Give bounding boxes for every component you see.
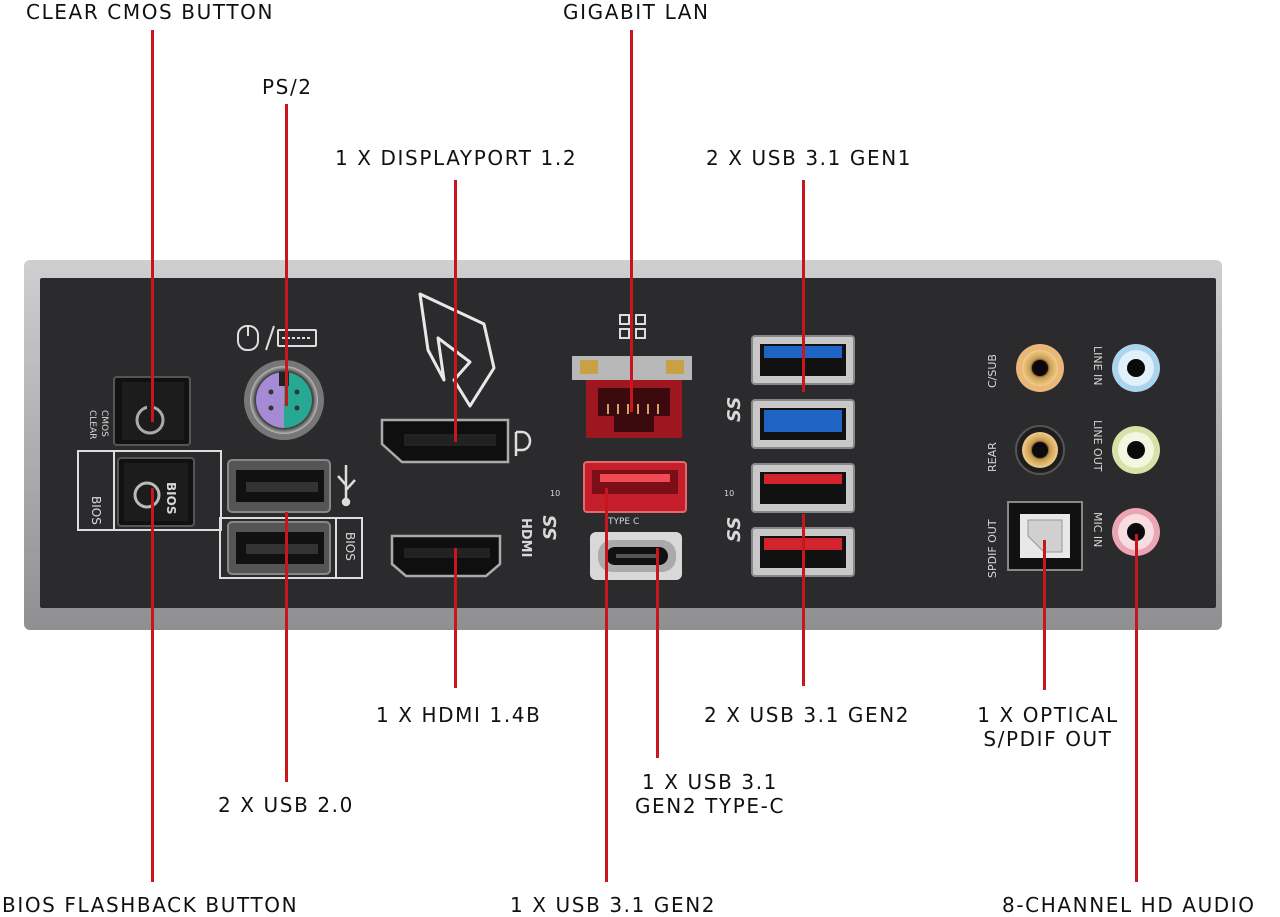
usb31-gen1-port-bottom[interactable] xyxy=(751,399,855,449)
callout-usb-type-c-line2: GEN2 TYPE-C xyxy=(634,794,786,818)
svg-text:SS: SS xyxy=(724,397,745,422)
callout-usb-gen2-single: 1 X USB 3.1 GEN2 xyxy=(510,893,717,917)
ss10-icon-left: SS 10 xyxy=(540,489,561,540)
ss-icon-upper: SS xyxy=(724,397,745,422)
rog-logo xyxy=(418,292,496,408)
leader-displayport xyxy=(454,180,457,442)
callout-usb-gen1: 2 X USB 3.1 GEN1 xyxy=(706,146,913,170)
callout-usb20: 2 X USB 2.0 xyxy=(218,793,354,817)
ss10-icon-right: SS 10 xyxy=(724,489,745,542)
type-c-text: TYPE C xyxy=(607,517,639,527)
leader-clear-cmos xyxy=(151,30,154,422)
leader-bios-flashback xyxy=(151,488,154,882)
audio-csub-text: C/SUB xyxy=(986,354,999,388)
leader-usb-gen2-single xyxy=(605,488,608,882)
bios-usb-text: BIOS xyxy=(343,532,357,561)
callout-optical-line1: 1 X OPTICAL xyxy=(977,703,1119,727)
bios-usb-outline xyxy=(219,517,363,579)
callout-ps2: PS/2 xyxy=(262,75,313,99)
gigabit-lan-port[interactable] xyxy=(572,356,692,438)
audio-jack-csub[interactable] xyxy=(1016,344,1064,392)
usb31-gen2-port-top[interactable] xyxy=(751,463,855,513)
usb20-port-top[interactable] xyxy=(227,459,331,513)
ps2-port[interactable] xyxy=(244,360,324,440)
usb20-port-bios[interactable] xyxy=(227,521,331,575)
shield-plate xyxy=(40,278,1216,608)
audio-jack-rear[interactable] xyxy=(1015,425,1065,475)
audio-line-out-text: LINE OUT xyxy=(1091,420,1104,472)
leader-ps2 xyxy=(285,104,288,406)
audio-jack-line-out[interactable] xyxy=(1112,426,1160,474)
audio-rear-text: REAR xyxy=(986,442,999,472)
usb31-gen2-port[interactable] xyxy=(583,461,687,513)
leader-hdmi xyxy=(454,548,457,688)
leader-optical xyxy=(1043,540,1046,690)
refresh-icon xyxy=(133,481,161,509)
callout-clear-cmos: CLEAR CMOS BUTTON xyxy=(26,0,275,24)
audio-spdif-text: SPDIF OUT xyxy=(986,519,999,578)
callout-usb-type-c: 1 X USB 3.1 GEN2 TYPE-C xyxy=(620,770,800,818)
callout-hdmi: 1 X HDMI 1.4B xyxy=(376,703,542,727)
usb-icon xyxy=(337,465,356,507)
hdmi-port[interactable] xyxy=(390,534,502,578)
svg-text:10: 10 xyxy=(550,489,560,498)
hdmi-text: HDMI xyxy=(518,518,533,557)
callout-gigabit-lan: GIGABIT LAN xyxy=(563,0,710,24)
displayport-icon xyxy=(514,430,532,456)
clear-cmos-text-1: CLEAR xyxy=(87,410,97,439)
network-icon xyxy=(619,314,646,339)
svg-text:10: 10 xyxy=(724,489,734,498)
bios-left-text: BIOS xyxy=(89,496,103,525)
callout-usb-gen2-pair: 2 X USB 3.1 GEN2 xyxy=(704,703,911,727)
audio-mic-in-text: MIC IN xyxy=(1091,512,1104,547)
clear-cmos-text-2: CMOS xyxy=(99,410,109,437)
bios-flashback-outline xyxy=(77,450,222,531)
leader-hd-audio xyxy=(1135,534,1138,882)
audio-jack-line-in[interactable] xyxy=(1112,344,1160,392)
audio-line-in-text: LINE IN xyxy=(1091,346,1104,386)
bios-flashback-button[interactable]: BIOS xyxy=(117,457,195,527)
usb-type-c-port[interactable] xyxy=(590,532,682,580)
leader-usb-type-c xyxy=(656,548,659,758)
callout-bios-flashback: BIOS FLASHBACK BUTTON xyxy=(2,893,299,917)
callout-hd-audio: 8-CHANNEL HD AUDIO xyxy=(1002,893,1256,917)
audio-jack-mic-in[interactable] xyxy=(1112,508,1160,556)
leader-usb-gen1 xyxy=(802,180,805,392)
callout-displayport: 1 X DISPLAYPORT 1.2 xyxy=(335,146,578,170)
leader-usb20 xyxy=(285,512,288,782)
callout-optical: 1 X OPTICAL S/PDIF OUT xyxy=(962,703,1134,751)
svg-text:SS: SS xyxy=(724,517,745,542)
displayport-port[interactable] xyxy=(380,418,510,464)
callout-optical-line2: S/PDIF OUT xyxy=(983,727,1113,751)
leader-usb-gen2-pair xyxy=(802,514,805,686)
callout-usb-type-c-line1: 1 X USB 3.1 xyxy=(642,770,778,794)
leader-gigabit-lan xyxy=(630,30,633,412)
svg-text:SS: SS xyxy=(540,515,561,540)
bios-button-text: BIOS xyxy=(164,482,178,514)
